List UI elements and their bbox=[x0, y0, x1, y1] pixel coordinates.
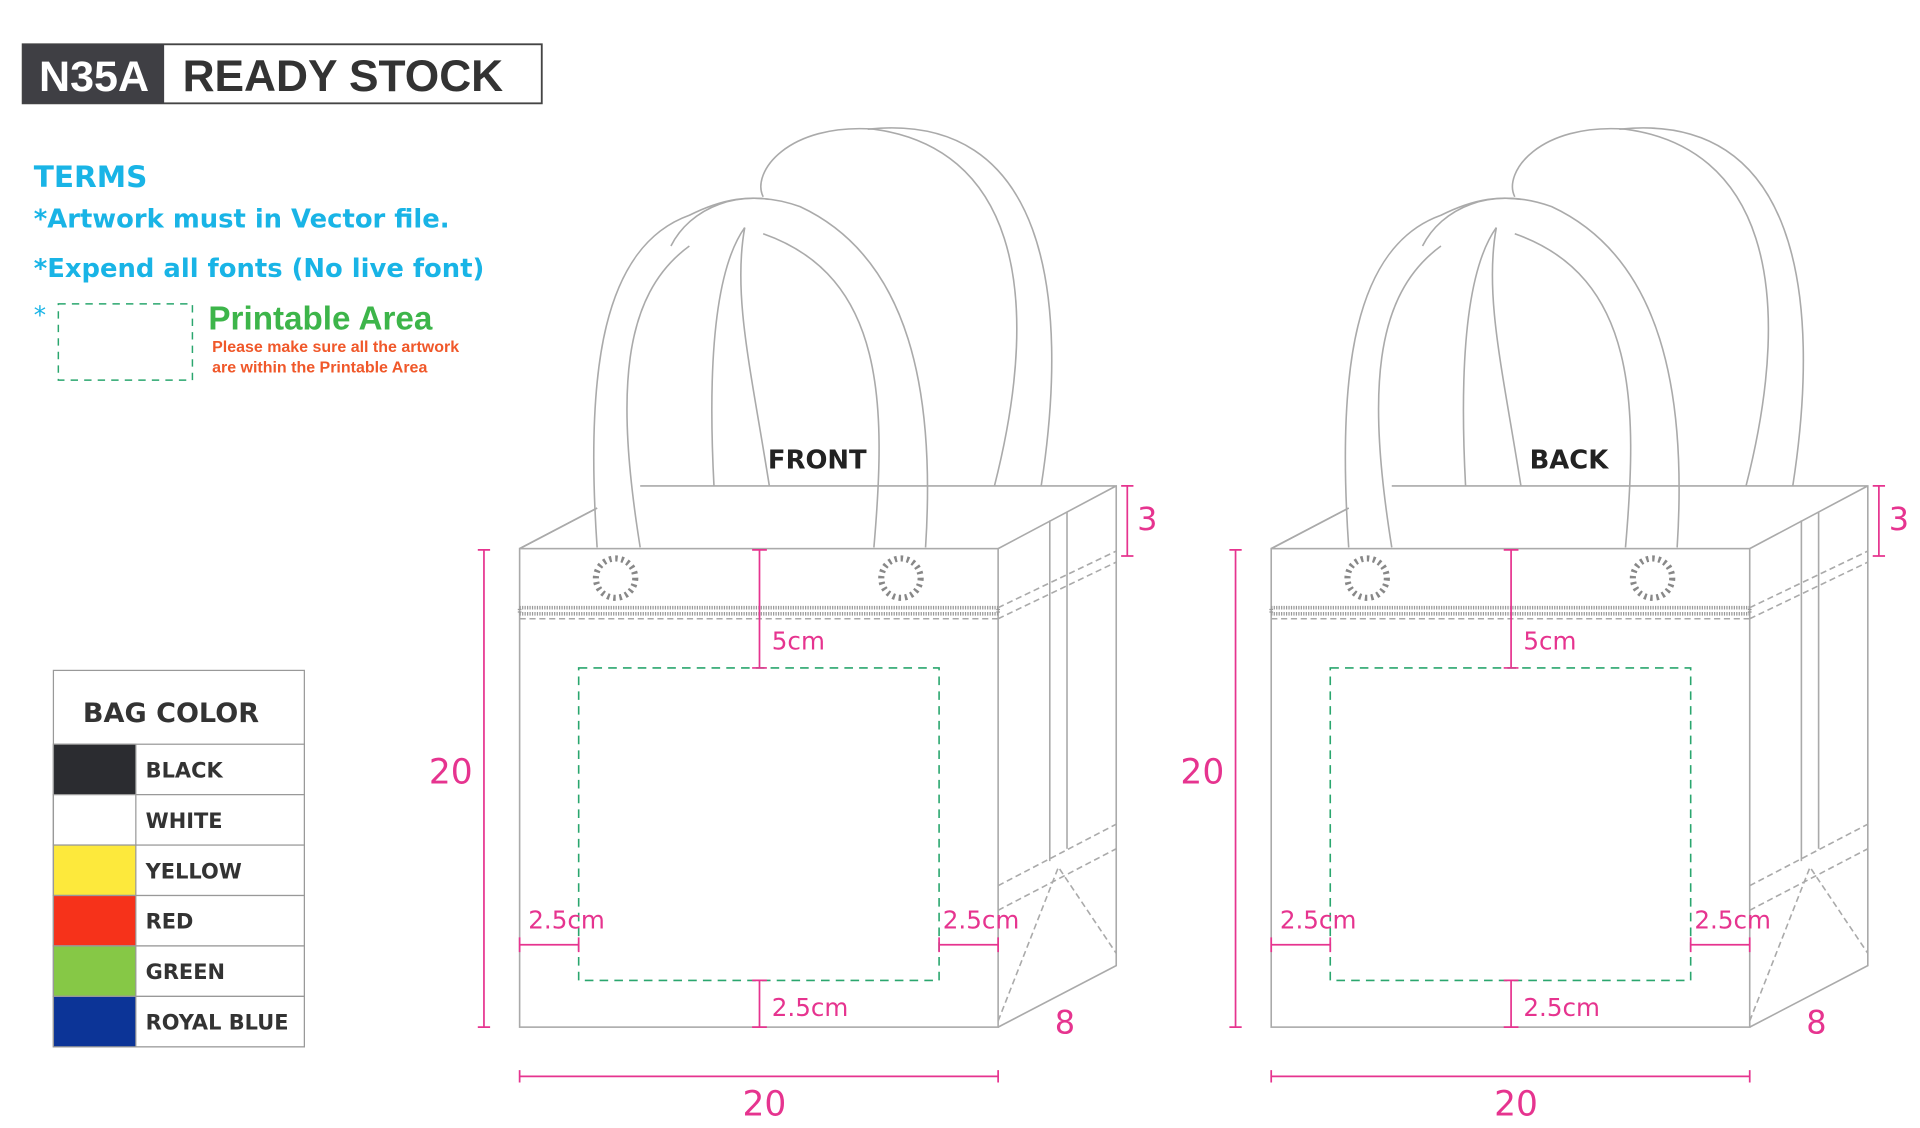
dimension-line-bottom bbox=[752, 979, 767, 1028]
product-code: N35A bbox=[39, 53, 149, 101]
dimension-line-width bbox=[1270, 1070, 1751, 1083]
bottom-margin-label: 2.5cm bbox=[1523, 993, 1600, 1022]
height-label: 20 bbox=[1180, 753, 1224, 793]
terms: TERMS *Artwork must in Vector file. *Exp… bbox=[34, 160, 485, 381]
color-swatch bbox=[52, 794, 137, 846]
left-margin-label: 2.5cm bbox=[528, 906, 605, 935]
dimension-line-height bbox=[477, 548, 491, 1028]
dimension-line-width bbox=[518, 1070, 999, 1083]
depth-label: 8 bbox=[1055, 1003, 1075, 1041]
back-handle-outer bbox=[1619, 127, 1805, 487]
color-row: RED bbox=[52, 894, 305, 947]
top-margin-label: 5cm bbox=[1523, 626, 1576, 655]
dimension-line-gusset bbox=[1872, 485, 1886, 557]
color-swatch bbox=[52, 945, 137, 997]
color-row: YELLOW bbox=[52, 844, 305, 897]
right-margin-label: 2.5cm bbox=[943, 906, 1020, 935]
color-swatch bbox=[52, 995, 137, 1048]
front-handle bbox=[670, 197, 929, 548]
bag-outline bbox=[1270, 507, 1350, 550]
front-handle-inner bbox=[1514, 232, 1632, 548]
term-item: *Artwork must in Vector file. bbox=[34, 205, 450, 235]
color-row: ROYAL BLUE bbox=[52, 995, 305, 1048]
dimension-line-bottom bbox=[1503, 979, 1519, 1028]
handle-strap bbox=[739, 227, 771, 487]
bag-view-label: FRONT bbox=[768, 446, 867, 476]
width-label: 20 bbox=[743, 1085, 787, 1125]
dimension-line-left bbox=[1270, 937, 1332, 953]
bottom-margin-label: 2.5cm bbox=[772, 993, 849, 1022]
dimension-line-right bbox=[1689, 937, 1751, 953]
terms-heading: TERMS bbox=[34, 160, 148, 194]
dimension-line-top bbox=[1503, 548, 1519, 669]
color-swatch bbox=[52, 743, 137, 796]
side-strap bbox=[1800, 511, 1820, 862]
bag-outline bbox=[519, 507, 598, 550]
color-name: BLACK bbox=[146, 758, 224, 782]
side-seam bbox=[1749, 550, 1869, 620]
gusset-label: 3 bbox=[1137, 500, 1157, 538]
top-margin-label: 5cm bbox=[772, 626, 825, 655]
dimension-line-left bbox=[518, 937, 580, 953]
left-margin-label: 2.5cm bbox=[1280, 906, 1357, 935]
gusset-label: 3 bbox=[1889, 500, 1909, 538]
side-seam bbox=[997, 550, 1117, 620]
printable-bullet: * bbox=[34, 301, 46, 330]
dimension-line-right bbox=[938, 937, 999, 953]
printable-area-note: are within the Printable Area bbox=[212, 360, 427, 377]
printable-area-legend-box bbox=[57, 303, 194, 381]
front-handle-inner bbox=[762, 232, 880, 548]
bag-back: BACK 5cm 2.5cm 2.5cm 2.5cm 20 20 8 3 bbox=[1180, 127, 1909, 1125]
depth-label: 8 bbox=[1806, 1003, 1826, 1041]
color-swatch bbox=[52, 844, 137, 897]
color-row: WHITE bbox=[52, 794, 305, 846]
bag-color-table: BAG COLOR BLACK WHITE YELLOW RED GREEN ROYAL … bbox=[52, 669, 305, 1048]
front-handle-left bbox=[592, 197, 770, 548]
handle-strap bbox=[1462, 227, 1497, 486]
front-handle-left bbox=[1344, 197, 1522, 548]
eyelet-icon bbox=[592, 555, 639, 601]
front-handle-left-inner bbox=[1377, 245, 1442, 548]
dimension-line-top bbox=[752, 548, 767, 669]
side-strap bbox=[1048, 511, 1068, 862]
dimension-line-height bbox=[1229, 548, 1242, 1028]
height-label: 20 bbox=[429, 753, 473, 793]
eyelet-icon bbox=[878, 555, 924, 601]
color-row: GREEN bbox=[52, 945, 305, 997]
printable-area-note: Please make sure all the artwork bbox=[212, 339, 459, 356]
front-handle bbox=[1421, 197, 1680, 548]
bag-front: FRONT 5cm 2.5cm 2.5cm 2.5cm 20 20 8 3 bbox=[429, 127, 1157, 1125]
back-handle bbox=[760, 127, 1018, 487]
color-name: RED bbox=[146, 910, 194, 934]
page-title: READY STOCK bbox=[183, 52, 504, 101]
color-name: WHITE bbox=[146, 809, 223, 833]
back-handle-outer bbox=[867, 127, 1053, 487]
bag-color-heading: BAG COLOR bbox=[83, 698, 259, 729]
back-handle bbox=[1511, 127, 1770, 487]
width-label: 20 bbox=[1494, 1085, 1538, 1125]
color-name: YELLOW bbox=[145, 859, 242, 883]
dimension-line-gusset bbox=[1121, 485, 1134, 557]
handle-strap bbox=[1491, 227, 1522, 487]
printable-area-title: Printable Area bbox=[208, 301, 432, 338]
handle-strap bbox=[711, 227, 746, 486]
right-margin-label: 2.5cm bbox=[1694, 906, 1771, 935]
color-row: BLACK bbox=[52, 743, 305, 796]
term-item: *Expend all fonts (No live font) bbox=[34, 254, 485, 284]
front-handle-left-inner bbox=[626, 245, 690, 548]
side-bottom-straps bbox=[997, 823, 1117, 1022]
bag-view-label: BACK bbox=[1530, 446, 1610, 476]
color-swatch bbox=[52, 894, 137, 947]
eyelet-icon bbox=[1629, 555, 1676, 601]
header: N35A READY STOCK bbox=[21, 43, 543, 105]
eyelet-icon bbox=[1344, 555, 1390, 601]
side-bottom-straps bbox=[1748, 823, 1869, 1022]
color-name: ROYAL BLUE bbox=[146, 1011, 289, 1035]
color-name: GREEN bbox=[146, 960, 225, 984]
